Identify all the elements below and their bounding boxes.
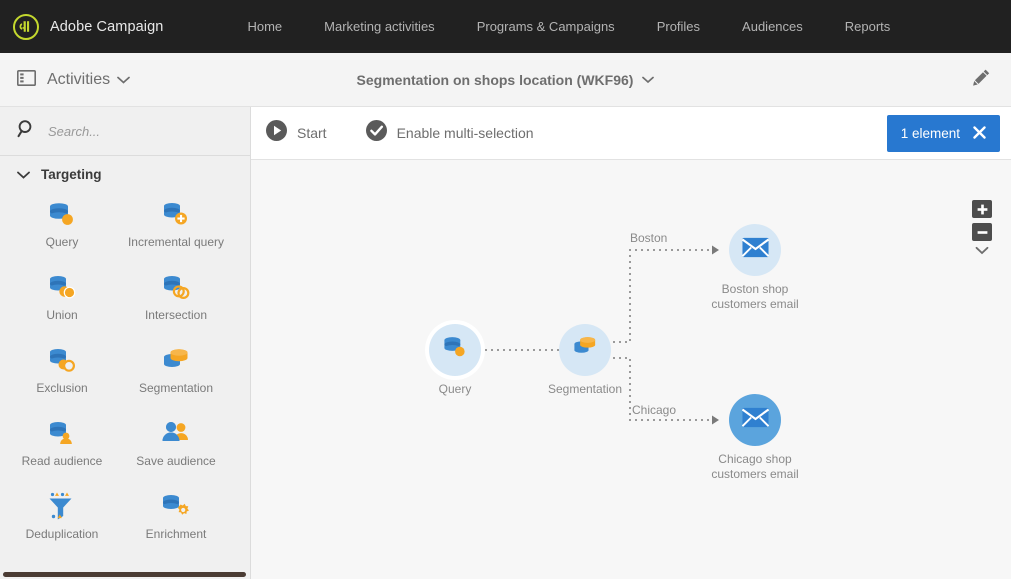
intersection-icon (159, 270, 193, 306)
sidebar-item-deduplication[interactable]: Deduplication (5, 485, 119, 558)
enable-multi-selection-button[interactable]: Enable multi-selection (365, 120, 534, 146)
save-audience-icon (159, 416, 193, 452)
email-envelope-icon (741, 407, 769, 433)
query-database-icon (45, 197, 79, 233)
activities-grid: Query Incremental query (0, 193, 250, 558)
sidebar-group-targeting[interactable]: Targeting (0, 156, 250, 193)
node-label: Chicago shop customers email (711, 452, 799, 482)
start-label: Start (297, 125, 327, 141)
sidebar-item-enrichment[interactable]: Enrichment (119, 485, 233, 558)
brand-area[interactable]: Adobe Campaign (0, 13, 164, 40)
workflow-title-area: Segmentation on shops location (WKF96) (0, 53, 1011, 107)
nav-link-profiles[interactable]: Profiles (656, 19, 701, 34)
activities-menu-button[interactable]: Activities (17, 53, 130, 107)
panel-icon (17, 69, 36, 91)
sidebar-item-incremental-query[interactable]: Incremental query (119, 193, 233, 266)
edge-label-boston: Boston (630, 231, 668, 245)
chevron-down-icon (117, 76, 130, 84)
sidebar-item-read-audience[interactable]: Read audience (5, 412, 119, 485)
sidebar-item-label: Save audience (136, 454, 216, 468)
sidebar-item-label: Deduplication (25, 527, 99, 541)
chevron-down-icon[interactable] (642, 76, 655, 84)
workflow-sub-header: Activities Segmentation on shops locatio… (0, 53, 1011, 107)
nav-links: Home Marketing activities Programs & Cam… (226, 19, 911, 34)
sidebar-item-label: Union (46, 308, 78, 322)
exclusion-icon (45, 343, 79, 379)
sidebar-item-label: Intersection (144, 308, 208, 322)
enable-multi-selection-label: Enable multi-selection (396, 125, 534, 141)
edge-label-chicago: Chicago (632, 403, 677, 417)
deduplication-funnel-icon (45, 489, 79, 525)
segmentation-icon (570, 333, 600, 367)
sidebar-item-query[interactable]: Query (5, 193, 119, 266)
activities-sidebar: Targeting Query (0, 107, 251, 579)
segmentation-icon (159, 343, 193, 379)
sidebar-group-label: Targeting (41, 167, 102, 182)
start-button[interactable]: Start (266, 120, 327, 146)
read-audience-icon (45, 416, 79, 452)
nav-link-audiences[interactable]: Audiences (742, 19, 803, 34)
nav-link-home[interactable]: Home (247, 19, 283, 34)
top-navigation-bar: Adobe Campaign Home Marketing activities… (0, 0, 1011, 53)
check-circle-icon (365, 120, 387, 146)
nav-link-reports[interactable]: Reports (844, 19, 891, 34)
workflow-node-segmentation[interactable]: Segmentation (548, 324, 622, 396)
node-label: Boston shop customers email (711, 282, 799, 312)
search-icon (17, 119, 36, 143)
canvas-toolbar: Start Enable multi-selection 1 element (251, 107, 1011, 160)
sidebar-item-intersection[interactable]: Intersection (119, 266, 233, 339)
activities-label: Activities (47, 71, 111, 88)
play-circle-icon (266, 120, 287, 146)
workflow-node-chicago-email[interactable]: Chicago shop customers email (711, 394, 799, 481)
node-circle[interactable] (559, 324, 611, 376)
workflow-canvas[interactable]: Boston Chicago Query (251, 160, 1011, 579)
page-title[interactable]: Segmentation on shops location (WKF96) (356, 72, 634, 88)
zoom-out-button[interactable] (972, 223, 992, 241)
zoom-in-button[interactable] (972, 200, 992, 218)
chevron-down-icon (17, 166, 30, 184)
search-row (0, 107, 250, 156)
node-label: Query (438, 382, 472, 396)
zoom-controls (972, 200, 992, 255)
sidebar-item-label: Incremental query (127, 235, 225, 249)
union-icon (45, 270, 79, 306)
element-count-label: 1 element (900, 126, 960, 141)
nav-link-marketing-activities[interactable]: Marketing activities (324, 19, 435, 34)
node-circle[interactable] (429, 324, 481, 376)
sidebar-horizontal-scrollbar[interactable] (3, 572, 246, 577)
nav-link-programs-campaigns[interactable]: Programs & Campaigns (476, 19, 615, 34)
enrichment-icon (159, 489, 193, 525)
workflow-connectors (485, 245, 719, 425)
sidebar-item-label: Query (45, 235, 79, 249)
adobe-campaign-logo-icon (13, 13, 39, 40)
expand-zoom-options-button[interactable] (972, 246, 992, 255)
pencil-icon (972, 68, 991, 92)
close-icon[interactable] (973, 126, 986, 141)
incremental-query-icon (159, 197, 193, 233)
node-label: Segmentation (547, 382, 623, 396)
workflow-node-boston-email[interactable]: Boston shop customers email (711, 224, 799, 311)
sidebar-item-exclusion[interactable]: Exclusion (5, 339, 119, 412)
email-envelope-icon (741, 237, 769, 263)
edit-workflow-button[interactable] (961, 53, 1001, 107)
node-circle[interactable] (729, 394, 781, 446)
sidebar-item-segmentation[interactable]: Segmentation (119, 339, 233, 412)
search-input[interactable] (48, 123, 228, 139)
sidebar-item-union[interactable]: Union (5, 266, 119, 339)
sidebar-item-label: Enrichment (145, 527, 207, 541)
brand-name: Adobe Campaign (50, 18, 164, 35)
node-circle[interactable] (729, 224, 781, 276)
sidebar-item-label: Exclusion (36, 381, 88, 395)
query-database-icon (440, 333, 470, 367)
sidebar-item-save-audience[interactable]: Save audience (119, 412, 233, 485)
workflow-node-query[interactable]: Query (429, 324, 481, 396)
element-selection-badge[interactable]: 1 element (886, 115, 1000, 152)
sidebar-item-label: Segmentation (138, 381, 214, 395)
sidebar-item-label: Read audience (21, 454, 103, 468)
